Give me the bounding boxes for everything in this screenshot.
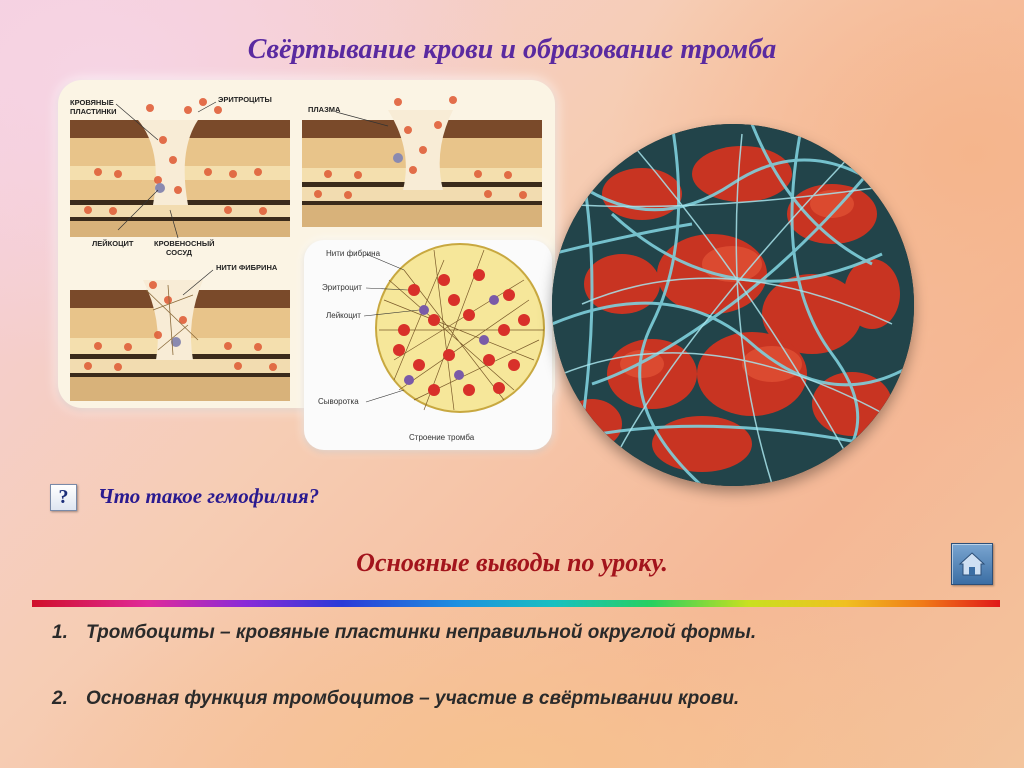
label-platelets-1: КРОВЯНЫЕ xyxy=(70,98,114,107)
point-text: Основная функция тромбоцитов – участие в… xyxy=(86,688,740,709)
question-icon[interactable]: ? xyxy=(50,484,77,511)
slide-title: Свёртывание крови и образование тромба xyxy=(247,34,777,65)
thrombus-structure-illustration: Нити фибрина Эритроцит Лейкоцит Сыворотк… xyxy=(318,243,545,442)
point-text: Тромбоциты – кровяные пластинки неправил… xyxy=(86,622,757,643)
label-plasma: ПЛАЗМА xyxy=(308,105,341,114)
label-platelets-2: ПЛАСТИНКИ xyxy=(70,107,116,116)
inset-caption: Строение тромба xyxy=(409,433,475,442)
inset-label-fibrin: Нити фибрина xyxy=(326,249,381,258)
inset-label-erythrocyte: Эритроцит xyxy=(322,283,362,292)
blood-clot-micrograph-image xyxy=(552,124,914,486)
label-vessel-2: СОСУД xyxy=(166,248,193,257)
label-vessel-1: КРОВЕНОСНЫЙ xyxy=(154,239,215,248)
label-leukocyte: ЛЕЙКОЦИТ xyxy=(92,239,134,248)
home-icon xyxy=(958,552,986,576)
conclusions-heading: Основные выводы по уроку. xyxy=(356,548,668,577)
label-fibrin-threads: НИТИ ФИБРИНА xyxy=(216,263,278,272)
label-erythrocytes: ЭРИТРОЦИТЫ xyxy=(218,95,272,104)
point-number: 2. xyxy=(52,688,68,709)
blood-clot-micrograph xyxy=(552,124,914,486)
point-number: 1. xyxy=(52,622,68,643)
inset-label-serum: Сыворотка xyxy=(318,397,359,406)
thrombus-structure-inset: Нити фибрина Эритроцит Лейкоцит Сыворотк… xyxy=(304,240,552,450)
home-button[interactable] xyxy=(951,543,993,585)
rainbow-divider xyxy=(32,600,1000,607)
vessel-diagram-illustration: КРОВЯНЫЕ ПЛАСТИНКИ ЭРИТРОЦИТЫ ПЛАЗМА ЛЕЙ… xyxy=(70,95,542,401)
conclusion-point-2: 2. Основная функция тромбоцитов – участие… xyxy=(52,688,739,710)
question-text: Что такое гемофилия? xyxy=(98,484,320,508)
inset-label-leukocyte: Лейкоцит xyxy=(326,311,361,320)
conclusion-point-1: 1. Тромбоциты – кровяные пластинки неправ… xyxy=(52,622,756,644)
